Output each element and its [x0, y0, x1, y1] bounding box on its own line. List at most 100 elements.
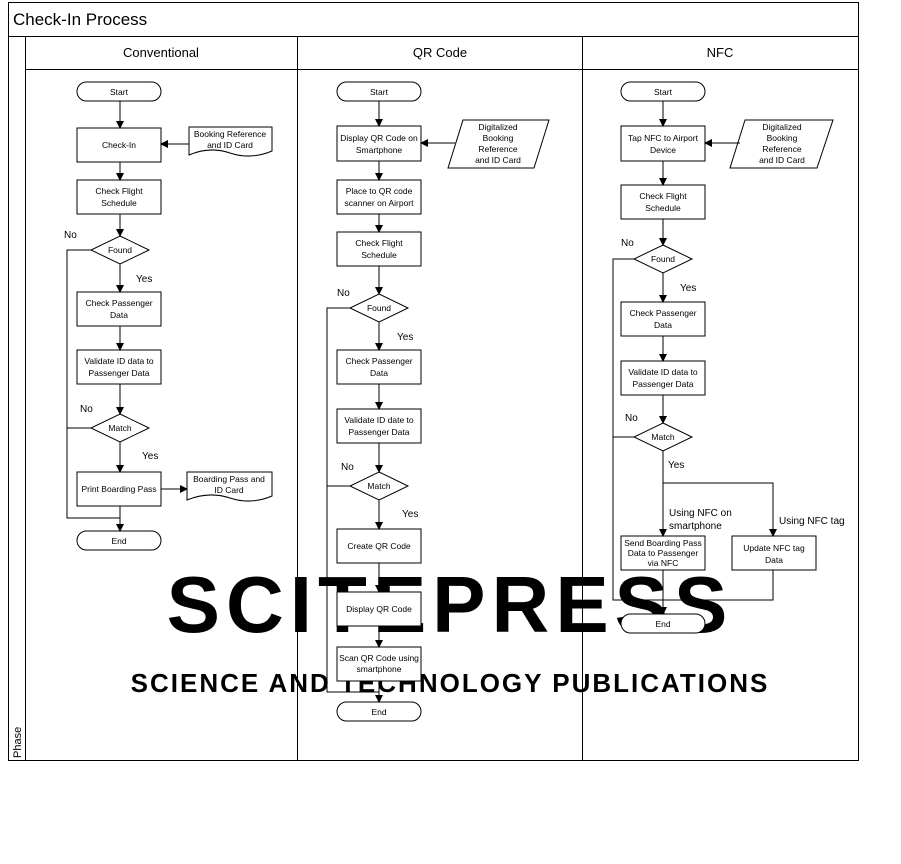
- watermark-tagline: SCIENCE AND TECHNOLOGY PUBLICATIONS: [131, 668, 770, 698]
- conventional-check-flight-label-1: Check Flight: [95, 186, 143, 196]
- nfc-start-label: Start: [654, 87, 673, 97]
- nfc-doc-label-4: and ID Card: [759, 155, 805, 165]
- nfc-using-smartphone-label-2: smartphone: [669, 521, 722, 532]
- qr-place-label-1: Place to QR code: [346, 186, 413, 196]
- qr-create-node: [336, 528, 422, 564]
- conventional-match-label: Match: [108, 423, 131, 433]
- qr-display2-node: [336, 591, 422, 627]
- conventional-found-label: Found: [108, 245, 132, 255]
- qr-create-label: Create QR Code: [347, 541, 411, 551]
- nfc-send-label-1: Send Boarding Pass: [624, 538, 702, 548]
- lane-header-qr-code: QR Code: [413, 45, 467, 60]
- conventional-booking-doc-node: [188, 126, 273, 157]
- conventional-validate-label-1: Validate ID data to: [84, 356, 154, 366]
- nfc-check-flight-label-1: Check Flight: [639, 191, 687, 201]
- qr-found-label: Found: [367, 303, 391, 313]
- conventional-labels: Start Check-In Booking Reference and ID …: [81, 87, 266, 546]
- qr-check-flight-label-2: Schedule: [361, 250, 397, 260]
- conventional-doc-label-2: and ID Card: [207, 140, 253, 150]
- conventional-yes-label-2: Yes: [142, 451, 158, 462]
- nfc-update-node: [731, 535, 817, 571]
- conventional-print-label: Print Boarding Pass: [81, 484, 156, 494]
- lane-header-conventional: Conventional: [123, 45, 199, 60]
- qr-connectors: [326, 101, 455, 703]
- qr-validate-node: [336, 408, 422, 444]
- conventional-end-label: End: [111, 536, 126, 546]
- qr-check-passenger-label-2: Data: [370, 368, 388, 378]
- conventional-start-label: Start: [110, 87, 129, 97]
- nfc-update-label-2: Data: [765, 555, 783, 565]
- qr-end-label: End: [371, 707, 386, 717]
- qr-place-label-2: scanner on Airport: [345, 198, 415, 208]
- qr-digital-doc-node: [447, 119, 550, 169]
- nfc-end-label: End: [655, 619, 670, 629]
- conventional-validate-node: [76, 349, 162, 385]
- qr-display2-label: Display QR Code: [346, 604, 412, 614]
- conventional-check-passenger-label-2: Data: [110, 310, 128, 320]
- nfc-no-label-1: No: [621, 238, 634, 249]
- conventional-no-label-1: No: [64, 230, 77, 241]
- nfc-connectors: [612, 101, 777, 615]
- conventional-no-label-2: No: [80, 404, 93, 415]
- qr-check-passenger-label-1: Check Passenger: [345, 356, 412, 366]
- conventional-connectors: [66, 101, 189, 532]
- nfc-doc-label-3: Reference: [762, 144, 801, 154]
- nfc-labels: Start Tap NFC to Airport Device Digitali…: [624, 87, 805, 629]
- conventional-print-node: [76, 471, 162, 507]
- conventional-checkin-label: Check-In: [102, 140, 136, 150]
- nfc-send-label-3: via NFC: [648, 558, 679, 568]
- qr-display-label-2: Smartphone: [356, 145, 403, 155]
- phase-label: Phase: [12, 727, 24, 758]
- conventional-start-node: [76, 81, 162, 102]
- lane-header-nfc: NFC: [707, 45, 734, 60]
- qr-edge-labels: No Yes No Yes: [337, 288, 418, 520]
- nfc-tap-label-2: Device: [650, 145, 676, 155]
- qr-yes-label-2: Yes: [402, 509, 418, 520]
- qr-no-label-2: No: [341, 462, 354, 473]
- conventional-check-passenger-node: [76, 291, 162, 327]
- nfc-yes-label-1: Yes: [680, 283, 696, 294]
- qr-match-label: Match: [367, 481, 390, 491]
- qr-validate-label-1: Validate ID date to: [344, 415, 414, 425]
- qr-yes-label-1: Yes: [397, 332, 413, 343]
- conventional-edge-labels: No Yes No Yes: [64, 230, 158, 462]
- qr-shapes: [336, 81, 550, 722]
- nfc-match-label: Match: [651, 432, 674, 442]
- nfc-update-label-1: Update NFC tag: [743, 543, 805, 553]
- conventional-checkin-node: [76, 127, 162, 163]
- conventional-check-flight-label-2: Schedule: [101, 198, 137, 208]
- qr-labels: Start Display QR Code on Smartphone Digi…: [339, 87, 521, 717]
- swimlane-frame: [8, 2, 859, 761]
- conventional-boarding-doc-label-1: Boarding Pass and: [193, 474, 265, 484]
- conventional-doc-label-1: Booking Reference: [194, 129, 267, 139]
- nfc-yes-label-2: Yes: [668, 460, 684, 471]
- page-title: Check-In Process: [13, 10, 147, 29]
- conventional-yes-label-1: Yes: [136, 274, 152, 285]
- qr-validate-label-2: Passenger Data: [349, 427, 410, 437]
- qr-doc-label-3: Reference: [478, 144, 517, 154]
- nfc-shapes: [620, 81, 834, 634]
- nfc-tap-node: [620, 125, 706, 162]
- nfc-digital-doc-node: [729, 119, 834, 169]
- watermark-logo: SCITEPRESS: [167, 560, 734, 649]
- nfc-send-label-2: Data to Passenger: [628, 548, 699, 558]
- nfc-check-flight-label-2: Schedule: [645, 203, 681, 213]
- qr-display-node: [336, 125, 422, 162]
- qr-no-label-1: No: [337, 288, 350, 299]
- qr-start-label: Start: [370, 87, 389, 97]
- nfc-found-label: Found: [651, 254, 675, 264]
- nfc-validate-label-2: Passenger Data: [633, 379, 694, 389]
- qr-scan-label-2: smartphone: [357, 664, 402, 674]
- nfc-doc-label-2: Booking: [767, 133, 798, 143]
- qr-scan-label-1: Scan QR Code using: [339, 653, 419, 663]
- conventional-check-passenger-label-1: Check Passenger: [85, 298, 152, 308]
- nfc-using-smartphone-label-1: Using NFC on: [669, 508, 732, 519]
- nfc-doc-label-1: Digitalized: [762, 122, 801, 132]
- qr-doc-label-4: and ID Card: [475, 155, 521, 165]
- nfc-validate-label-1: Validate ID data to: [628, 367, 698, 377]
- qr-doc-label-1: Digitalized: [478, 122, 517, 132]
- conventional-validate-label-2: Passenger Data: [89, 368, 150, 378]
- nfc-check-passenger-label-2: Data: [654, 320, 672, 330]
- qr-scan-node: [336, 646, 422, 682]
